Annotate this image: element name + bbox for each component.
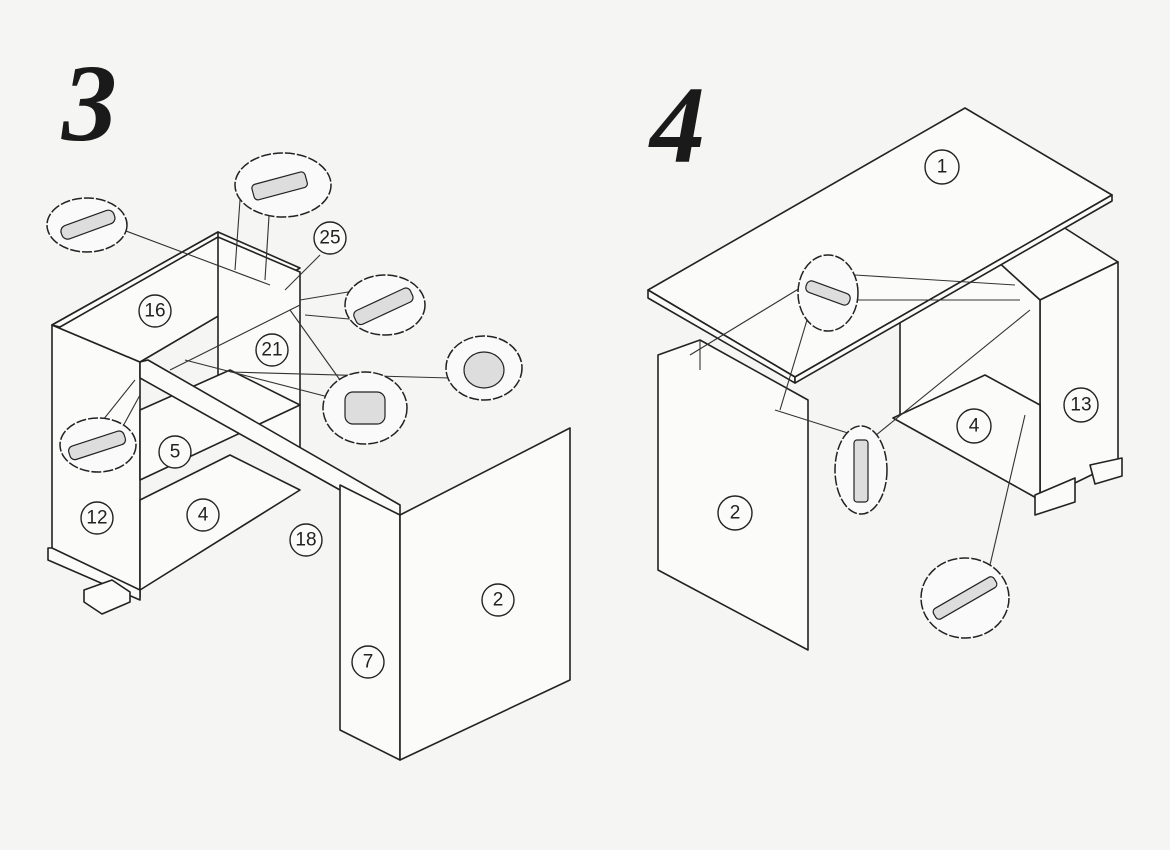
- label-text: 4: [198, 505, 209, 526]
- part-label-5: 5: [158, 435, 192, 469]
- cam-bolt-icon: [234, 152, 332, 218]
- part-label-1: 1: [924, 149, 960, 185]
- part-label-12: 12: [80, 501, 114, 535]
- label-text: 18: [295, 530, 316, 551]
- part-label-25: 25: [313, 221, 347, 255]
- cam-bolt-icon: [344, 274, 426, 336]
- cam-lock-icon: [445, 335, 523, 401]
- part-label-13: 13: [1063, 387, 1099, 423]
- plinth-foot: [1089, 457, 1123, 485]
- panel-7: [339, 484, 401, 761]
- label-text: 5: [170, 442, 181, 463]
- label-text: 21: [261, 340, 282, 361]
- rail-21: [169, 304, 301, 371]
- dowel-icon: [797, 254, 859, 332]
- hardware-block: [83, 579, 131, 615]
- part-label-4: 4: [186, 498, 220, 532]
- step-3-assembly: 16 25 21 5 12 4 18 2 7: [46, 152, 571, 761]
- connector-bolt-icon: [834, 425, 888, 515]
- part-label-18: 18: [289, 523, 323, 557]
- label-text: 7: [363, 652, 374, 673]
- label-text: 2: [730, 503, 741, 524]
- cam-lock-icon: [322, 371, 408, 445]
- label-text: 13: [1070, 395, 1091, 416]
- step-4-assembly: 1 13 4 2: [647, 107, 1123, 651]
- desktop-edge: [794, 194, 1113, 384]
- label-text: 16: [144, 301, 165, 322]
- label-text: 25: [319, 228, 340, 249]
- part-label-16: 16: [138, 294, 172, 328]
- part-label-4: 4: [956, 408, 992, 444]
- panel-2: [657, 339, 809, 651]
- label-text: 12: [86, 508, 107, 529]
- part-label-2: 2: [717, 495, 753, 531]
- part-label-21: 21: [255, 333, 289, 367]
- dowel-icon: [46, 197, 128, 253]
- part-label-7: 7: [351, 645, 385, 679]
- step-number-4: 4: [648, 64, 705, 186]
- part-label-2: 2: [481, 583, 515, 617]
- shelf-4: [139, 454, 301, 591]
- plinth-foot: [1034, 477, 1076, 516]
- step-number-3: 3: [61, 42, 117, 164]
- label-text: 1: [937, 157, 948, 178]
- cam-bolt-icon: [59, 417, 137, 473]
- screw-icon: [920, 557, 1010, 639]
- label-text: 4: [969, 416, 980, 437]
- label-text: 2: [493, 590, 504, 611]
